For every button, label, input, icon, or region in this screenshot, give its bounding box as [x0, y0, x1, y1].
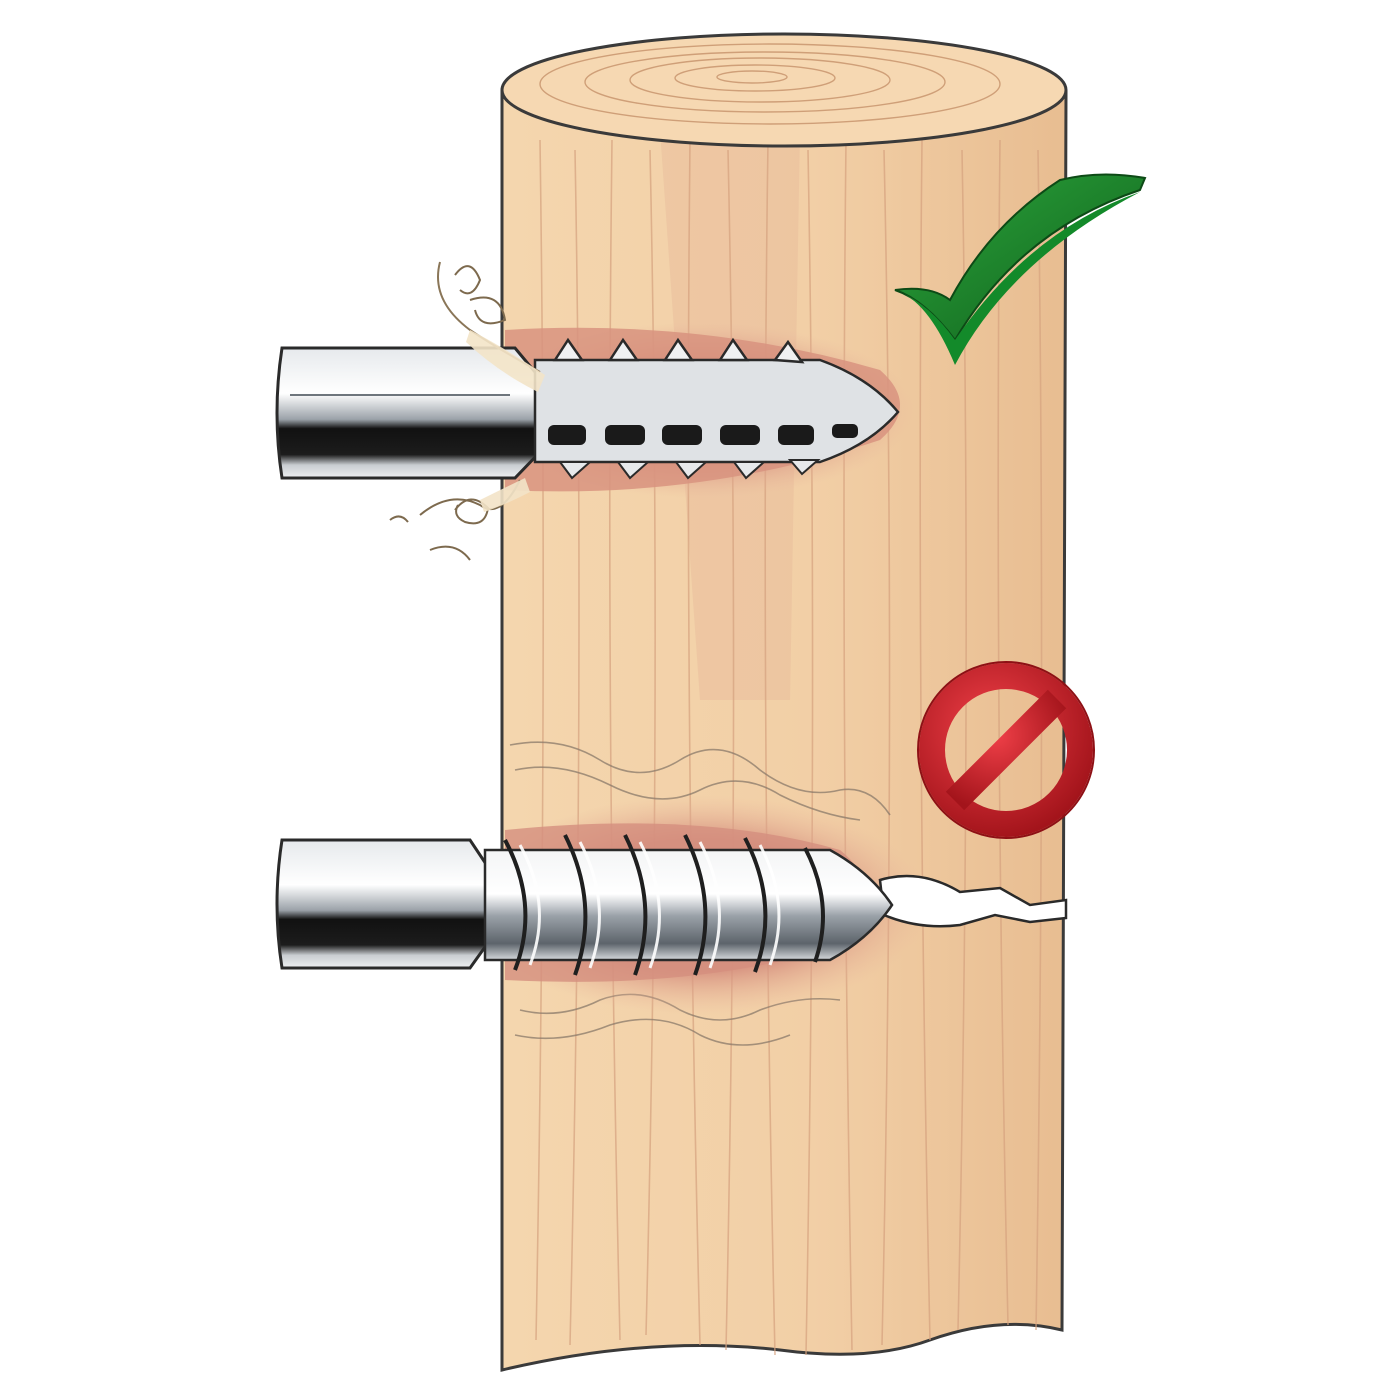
drill-bit [533, 358, 900, 464]
prohibited-icon [917, 661, 1095, 839]
drill-teeth [552, 337, 805, 364]
wood-crack [878, 874, 1068, 928]
screw-threads [503, 834, 825, 976]
correct-drill-group [275, 261, 915, 561]
screw-bit [483, 848, 894, 962]
wood-grain [535, 139, 1043, 1356]
bolt-shaft [275, 838, 492, 970]
wood-post [500, 32, 1068, 1372]
wrong-drill-group [275, 741, 1068, 1046]
drill-lower-teeth [558, 459, 821, 480]
wood-shaving-fill [466, 330, 545, 512]
drill-flutes [548, 424, 858, 445]
growth-rings [539, 43, 1001, 125]
check-mark-icon [894, 173, 1147, 365]
screw-thread-highlights [518, 841, 781, 969]
